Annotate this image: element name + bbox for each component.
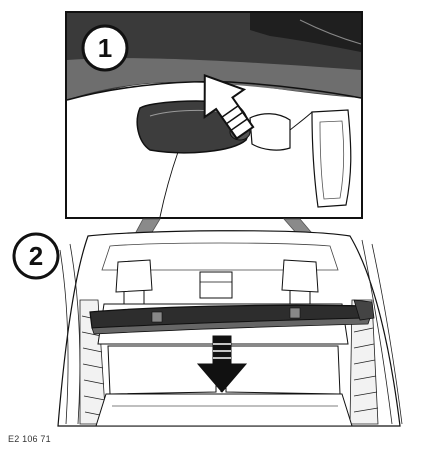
inset-roof-edge [66, 80, 362, 101]
inset-side-bracket [249, 113, 291, 151]
step-1-badge: 1 [81, 24, 129, 72]
inset-upper-slot [250, 13, 361, 52]
load-cover [89, 299, 375, 335]
inset-trim-panel [311, 109, 352, 208]
inset-upper-slot-edge [299, 19, 362, 45]
headrest-right [281, 259, 319, 304]
load-space-view: 2 [12, 230, 403, 427]
seat-cushion-left [107, 345, 217, 395]
inset-trim-panel-inner [319, 120, 345, 200]
load-cover-end-right [353, 299, 375, 321]
step-2-badge: 2 [12, 232, 60, 280]
seat-cushion-right [225, 345, 341, 395]
headrest-left [115, 259, 153, 304]
rear-window [101, 242, 339, 271]
load-floor [95, 393, 353, 427]
load-cover-edge [91, 317, 371, 335]
step-2-number: 2 [29, 241, 43, 271]
pull-down-arrow-icon [196, 335, 248, 393]
inset-trim-line [289, 111, 313, 131]
headrest-center [199, 271, 233, 299]
push-up-arrow-icon [203, 74, 255, 140]
inset-leader-line [159, 151, 179, 218]
step-1-number: 1 [98, 33, 112, 63]
right-side-trim [349, 239, 403, 425]
figure-code: E2 106 71 [8, 434, 51, 444]
detail-inset: 1 [65, 11, 363, 219]
